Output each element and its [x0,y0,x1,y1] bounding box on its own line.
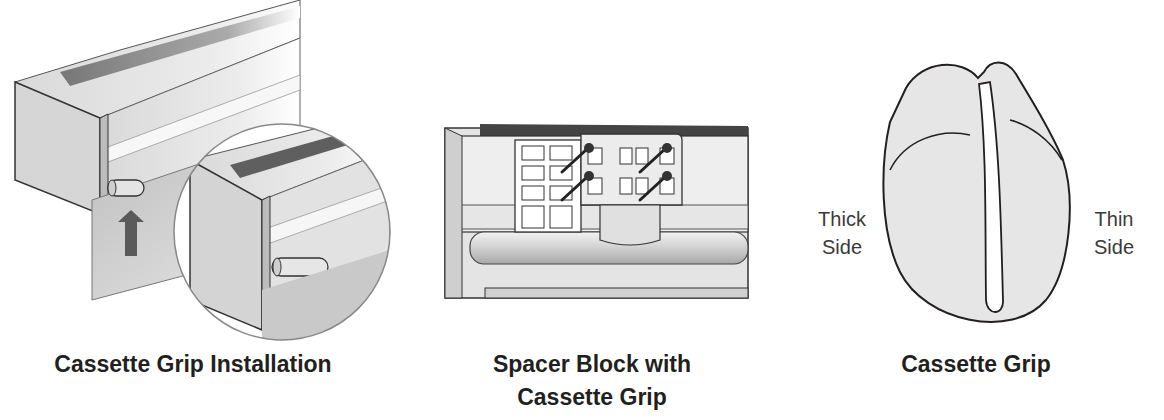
side-label: Thin Side [1086,205,1142,262]
side-label: Thick Side [810,205,874,262]
spacer-block-drawing [445,124,748,298]
figure-caption: Cassette Grip Installation [13,348,373,381]
magnified-detail [174,110,390,340]
cassette-grip-drawing [883,63,1069,322]
figure-caption: Spacer Block with Cassette Grip [461,348,723,413]
figure-caption: Cassette Grip [876,348,1076,381]
